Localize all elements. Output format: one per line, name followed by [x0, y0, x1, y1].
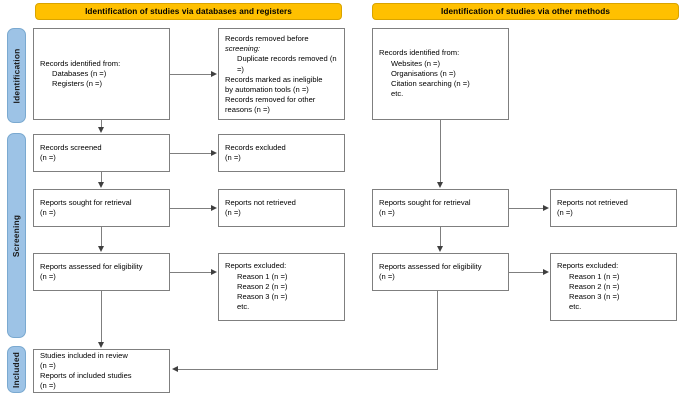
node-reports-assessed-left: Reports assessed for eligibility (n =) [33, 253, 170, 291]
stage-label: Identification [11, 48, 22, 103]
node-line: =) [237, 64, 244, 74]
arrowhead-sought-to-assessed-left [98, 246, 104, 252]
node-line: Records identified from: [40, 58, 121, 68]
node-line: Reason 2 (n =) [569, 281, 620, 291]
node-line: (n =) [40, 381, 56, 391]
node-line: etc. [391, 89, 404, 99]
connector-identified-to-removed [170, 74, 212, 75]
node-line: (n =) [40, 153, 56, 162]
node-reports-excluded-right: Reports excluded: Reason 1 (n =) Reason … [550, 253, 677, 321]
node-line: (n =) [225, 153, 241, 162]
stage-label: Screening [11, 214, 22, 257]
arrowhead-assessed-to-excluded-left [211, 268, 217, 275]
node-line: Reports sought for retrieval [40, 197, 132, 207]
banner-label: Identification of studies via other meth… [441, 7, 610, 16]
arrowhead-screened-to-excluded [211, 149, 217, 156]
connector-assessed-to-excluded-left [170, 272, 212, 273]
arrowhead-sought-to-notretrieved-right [543, 204, 549, 211]
node-reports-assessed-right: Reports assessed for eligibility (n =) [372, 253, 509, 291]
node-reports-not-retrieved-right: Reports not retrieved (n =) [550, 189, 677, 227]
node-line: Reports excluded: [557, 261, 619, 271]
arrowhead-screened-to-sought [98, 182, 104, 188]
node-line: Websites (n =) [391, 58, 441, 68]
node-line: Studies included in review [40, 350, 128, 360]
connector-screened-to-excluded [170, 153, 212, 154]
node-records-excluded: Records excluded (n =) [218, 134, 345, 172]
node-line: Reports excluded: [225, 261, 287, 271]
stage-label: Included [11, 351, 22, 388]
node-line: Reports of included studies [40, 371, 132, 380]
node-line: etc. [569, 302, 582, 312]
banner-other-methods: Identification of studies via other meth… [372, 3, 679, 20]
connector-sought-to-notretrieved-left [170, 208, 212, 209]
node-line: etc. [237, 302, 250, 312]
node-records-identified-other: Records identified from: Websites (n =) … [372, 28, 509, 120]
node-line: (n =) [557, 208, 573, 217]
node-line: screening: [225, 44, 261, 54]
node-line: Records removed for other [225, 95, 316, 105]
node-reports-sought-right: Reports sought for retrieval (n =) [372, 189, 509, 227]
node-reports-not-retrieved-left: Reports not retrieved (n =) [218, 189, 345, 227]
node-records-screened: Records screened (n =) [33, 134, 170, 172]
connector-sought-to-assessed-right [440, 227, 441, 246]
arrowhead-right-to-included [172, 365, 178, 372]
connector-screened-to-sought [101, 172, 102, 183]
connector-assessed-right-to-included [178, 369, 438, 370]
banner-databases-registers: Identification of studies via databases … [35, 3, 342, 20]
stage-bar-included: Included [7, 346, 26, 393]
node-line: (n =) [379, 272, 395, 281]
node-line: Records removed before [225, 34, 309, 43]
connector-sought-to-notretrieved-right [509, 208, 544, 209]
arrowhead-sought-to-notretrieved-left [211, 204, 217, 211]
connector-identified-other-to-sought [440, 120, 441, 182]
node-line: Reports not retrieved [557, 197, 628, 207]
node-line: Organisations (n =) [391, 68, 456, 78]
node-line: Reason 1 (n =) [237, 271, 288, 281]
node-line: Records screened [40, 142, 102, 152]
node-line: Registers (n =) [52, 79, 103, 89]
node-line: (n =) [40, 360, 56, 370]
connector-assessed-right-drop [437, 291, 438, 369]
node-line: reasons (n =) [225, 105, 270, 115]
node-line: Records excluded [225, 142, 286, 152]
node-reports-excluded-left: Reports excluded: Reason 1 (n =) Reason … [218, 253, 345, 321]
node-reports-sought-left: Reports sought for retrieval (n =) [33, 189, 170, 227]
connector-sought-to-assessed-left [101, 227, 102, 246]
arrowhead-sought-to-assessed-right [437, 246, 443, 252]
node-line: Reason 3 (n =) [569, 292, 620, 302]
node-line: Reason 3 (n =) [237, 292, 288, 302]
node-line: Reason 2 (n =) [237, 281, 288, 291]
node-line: Reason 1 (n =) [569, 271, 620, 281]
arrowhead-assessed-to-included [98, 342, 104, 348]
node-line: Reports assessed for eligibility [40, 261, 143, 271]
node-line: Reports assessed for eligibility [379, 261, 482, 271]
node-records-identified: Records identified from: Databases (n =)… [33, 28, 170, 120]
arrowhead-identified-to-screened [98, 127, 104, 133]
node-studies-included: Studies included in review (n =) Reports… [33, 349, 170, 393]
node-line: Duplicate records removed (n [237, 54, 337, 64]
node-line: Citation searching (n =) [391, 79, 470, 89]
connector-identified-to-screened [101, 120, 102, 128]
node-line: (n =) [40, 272, 56, 281]
banner-label: Identification of studies via databases … [85, 7, 292, 16]
node-line: by automation tools (n =) [225, 85, 309, 95]
connector-assessed-to-excluded-right [509, 272, 544, 273]
arrowhead-assessed-to-excluded-right [543, 268, 549, 275]
stage-bar-screening: Screening [7, 133, 26, 338]
node-line: Reports not retrieved [225, 197, 296, 207]
arrowhead-identified-to-removed [211, 70, 217, 77]
node-line: Databases (n =) [52, 68, 107, 78]
node-records-removed-before-screening: Records removed before screening: Duplic… [218, 28, 345, 120]
node-line: Reports sought for retrieval [379, 197, 471, 207]
node-line: (n =) [379, 208, 395, 217]
node-line: (n =) [40, 208, 56, 217]
connector-assessed-to-included [101, 291, 102, 342]
node-line: Records marked as ineligible [225, 74, 323, 84]
stage-bar-identification: Identification [7, 28, 26, 123]
node-line: Records identified from: [379, 48, 460, 58]
arrowhead-identified-other-to-sought [437, 182, 443, 188]
node-line: (n =) [225, 208, 241, 217]
